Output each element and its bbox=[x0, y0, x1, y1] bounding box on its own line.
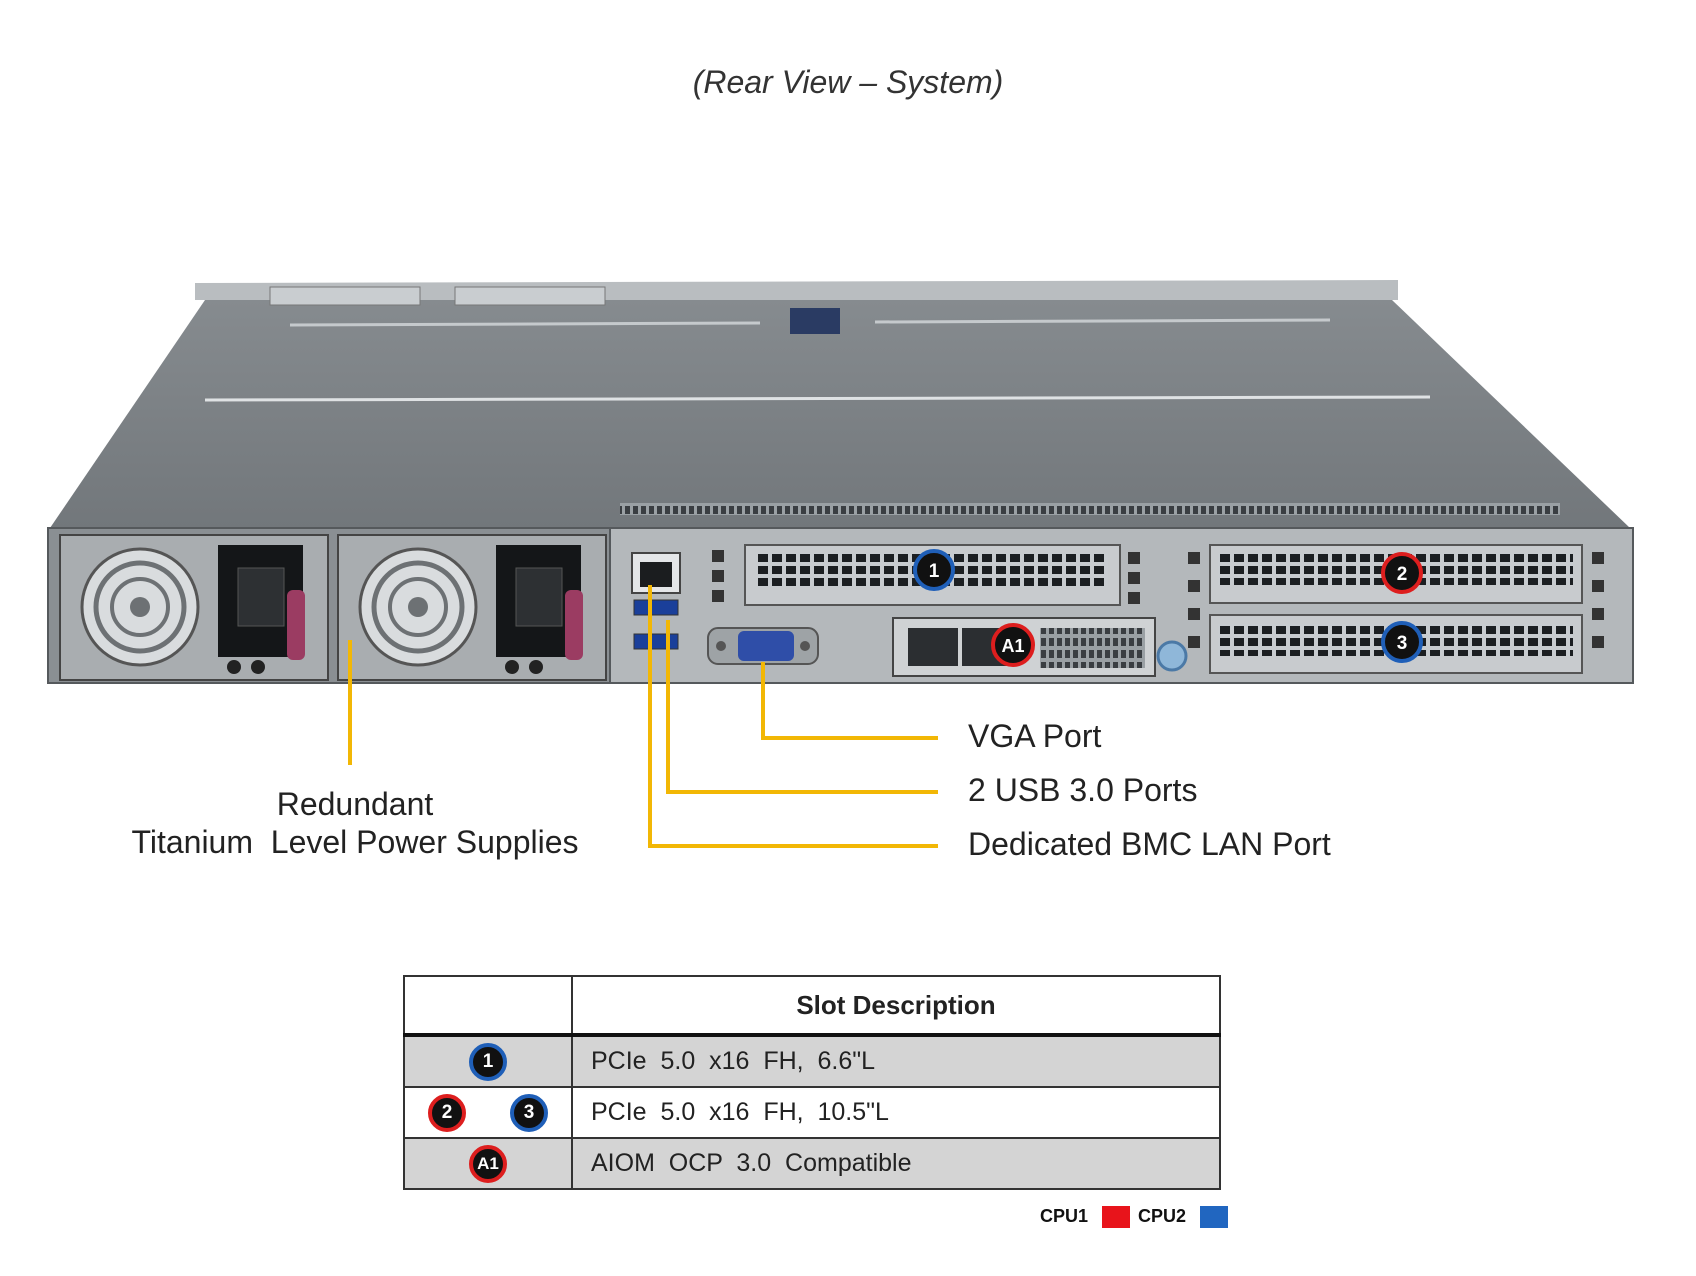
bmc-lan-port bbox=[631, 552, 681, 594]
slot-2-badge: 2 bbox=[428, 1093, 466, 1132]
usb-callout-line bbox=[666, 620, 938, 794]
slot-marker-2: 2 bbox=[1381, 552, 1423, 594]
table-cell-badges: 1 bbox=[403, 1034, 573, 1088]
table-header-slot-description: Slot Description bbox=[571, 975, 1221, 1037]
chassis-top bbox=[50, 280, 1630, 528]
slot-marker-2-label: 2 bbox=[1397, 564, 1408, 585]
slot-description-table: Slot Description 1 PCIe 5.0 x16 FH, 6.6"… bbox=[403, 975, 1221, 1190]
legend-cpu1-label: CPU1 bbox=[1040, 1206, 1089, 1226]
slot-marker-a1-label: A1 bbox=[1001, 636, 1024, 656]
usb-ports-label: 2 USB 3.0 Ports bbox=[968, 772, 1198, 808]
table-cell-description: PCIe 5.0 x16 FH, 10.5"L bbox=[571, 1086, 1221, 1139]
usb-ports bbox=[633, 599, 679, 650]
slot-3-badge: 3 bbox=[510, 1093, 548, 1132]
table-cell-description: PCIe 5.0 x16 FH, 6.6"L bbox=[571, 1034, 1221, 1088]
vga-port-label: VGA Port bbox=[968, 718, 1102, 754]
psu-label-line1: Redundant bbox=[276, 786, 434, 822]
slot-marker-1: 1 bbox=[913, 549, 955, 591]
table-cell-badges: A1 bbox=[403, 1137, 573, 1190]
diagram-title: (Rear View – System) bbox=[692, 64, 1004, 100]
slot-marker-a1: A1 bbox=[991, 623, 1035, 667]
bmc-lan-port-label: Dedicated BMC LAN Port bbox=[968, 826, 1331, 862]
slot-marker-3-label: 3 bbox=[1397, 633, 1408, 654]
vga-callout-line bbox=[761, 662, 938, 740]
table-row: 1 PCIe 5.0 x16 FH, 6.6"L bbox=[403, 1034, 1221, 1088]
legend-cpu2-swatch bbox=[1200, 1206, 1228, 1228]
slot-1-badge: 1 bbox=[469, 1042, 507, 1081]
vga-port bbox=[707, 627, 819, 665]
slot-marker-1-label: 1 bbox=[929, 561, 940, 582]
slot-a1-badge: A1 bbox=[469, 1144, 507, 1183]
table-header-row: Slot Description bbox=[403, 975, 1221, 1037]
power-supply-1 bbox=[59, 534, 329, 681]
io-dots bbox=[712, 550, 1604, 648]
table-header-empty bbox=[403, 975, 573, 1037]
aiom-slot bbox=[892, 617, 1188, 677]
power-supply-2 bbox=[337, 534, 607, 681]
bmc-callout-line bbox=[648, 585, 938, 848]
legend-cpu2-label: CPU2 bbox=[1138, 1206, 1187, 1226]
legend-cpu1-swatch bbox=[1102, 1206, 1130, 1228]
callout-lines bbox=[348, 585, 938, 848]
slot-marker-3: 3 bbox=[1381, 621, 1423, 663]
table-row: A1 AIOM OCP 3.0 Compatible bbox=[403, 1137, 1221, 1190]
psu-label-line2: Titanium Level Power Supplies bbox=[131, 824, 579, 860]
table-cell-description: AIOM OCP 3.0 Compatible bbox=[571, 1137, 1221, 1190]
